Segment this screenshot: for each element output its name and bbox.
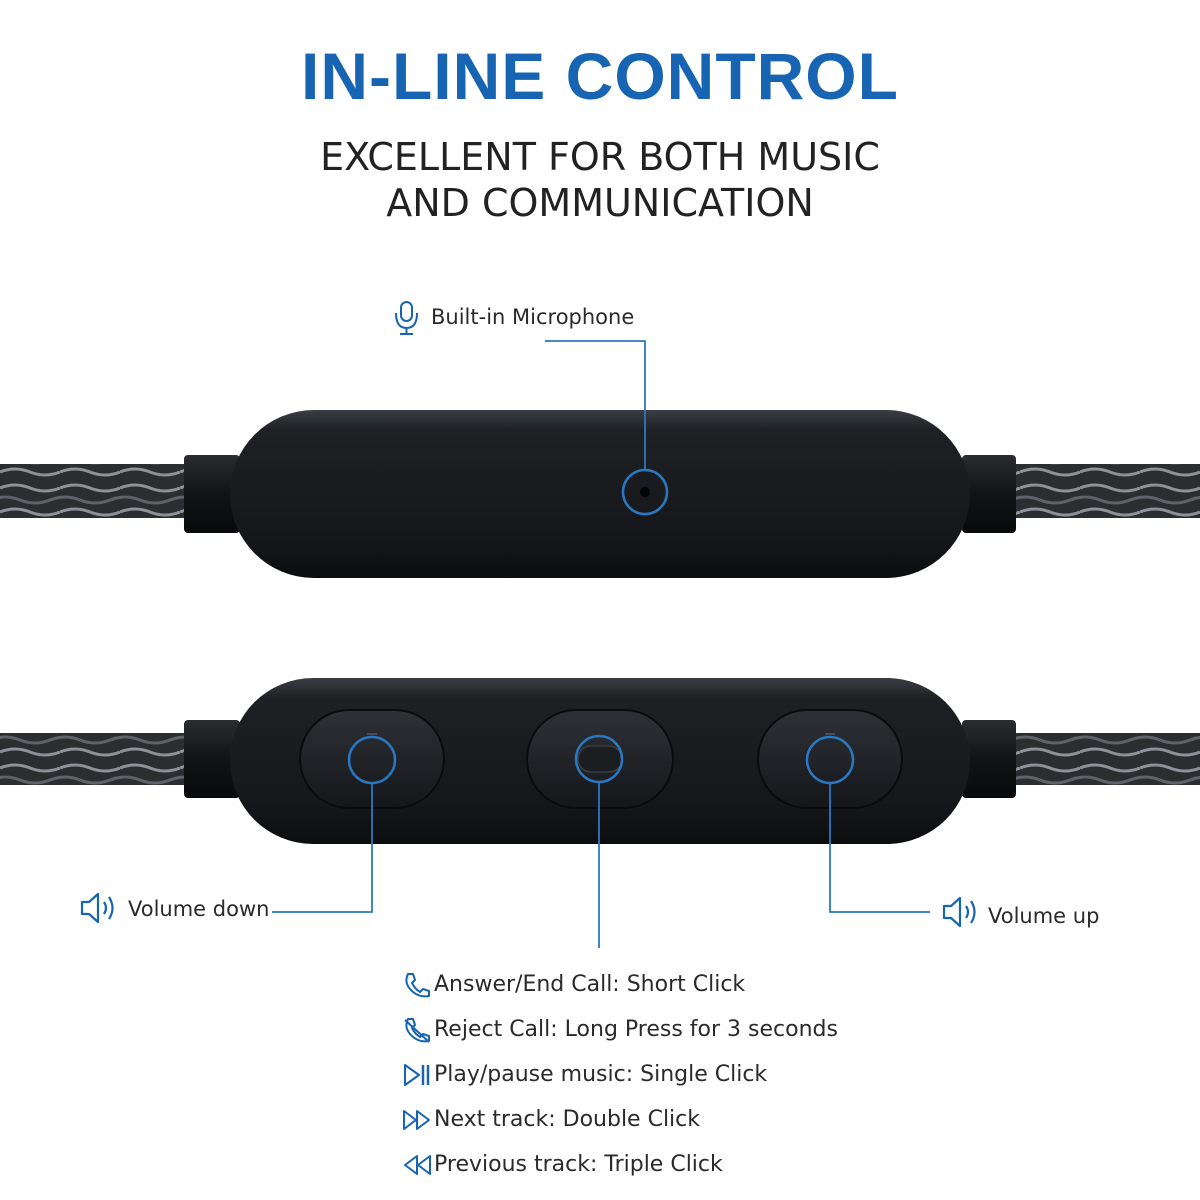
speaker-icon [80,892,114,924]
cable-right-bottom [1010,733,1200,785]
list-item: Play/pause music: Single Click [400,1052,838,1097]
function-text: Reject Call: Long Press for 3 seconds [434,1017,838,1042]
cable-right-top [1010,464,1200,518]
volume-down-callout-line [272,783,373,913]
volume-up-label: Volume up [988,904,1100,928]
volume-up-callout-line [829,783,930,913]
list-item: Next track: Double Click [400,1097,838,1142]
phone-icon [405,972,430,997]
controller-back [0,410,1200,578]
fast-forward-icon [403,1109,430,1130]
microphone-label: Built-in Microphone [431,305,635,329]
rewind-icon [404,1154,431,1175]
microphone-hole [640,487,650,497]
controller-body-top [230,410,970,578]
phone-off-icon [404,1017,430,1043]
function-text: Next track: Double Click [434,1107,701,1132]
connector-right-bottom [962,720,1016,798]
cable-left-bottom [0,733,190,785]
volume-down-label: Volume down [128,897,270,921]
function-text: Previous track: Triple Click [434,1152,723,1177]
microphone-icon [395,301,418,335]
function-text: Play/pause music: Single Click [434,1062,768,1087]
list-item: Answer/End Call: Short Click [400,962,838,1007]
play-pause-icon [404,1063,430,1086]
list-item: Previous track: Triple Click [400,1142,838,1187]
speaker-icon [942,896,976,928]
subtitle-line-1: EXCELLENT FOR BOTH MUSIC [320,135,880,179]
connector-left-bottom [184,720,240,798]
function-text: Answer/End Call: Short Click [434,972,746,997]
cable-left-top [0,464,190,518]
page-subtitle: EXCELLENT FOR BOTH MUSIC AND COMMUNICATI… [0,134,1200,226]
subtitle-line-2: AND COMMUNICATION [386,181,814,225]
button-mark-center [577,745,623,773]
button-function-list: Answer/End Call: Short Click Reject Call… [400,962,838,1187]
callout-lines [272,340,930,948]
microphone-callout-line [545,340,646,470]
page-title: IN-LINE CONTROL [301,39,899,113]
controller-front [0,678,1200,844]
connector-right-top [962,455,1016,533]
list-item: Reject Call: Long Press for 3 seconds [400,1007,838,1052]
connector-left-top [184,455,240,533]
